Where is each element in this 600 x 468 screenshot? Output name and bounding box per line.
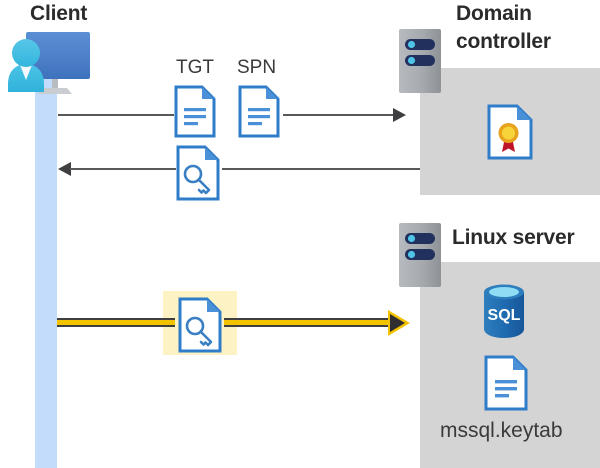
tgt-document-icon [174,85,216,138]
certificate-icon [487,104,533,160]
linux-server-title: Linux server [452,226,575,249]
tgt-label: TGT [176,57,214,78]
spn-label: SPN [237,57,277,78]
keytab-document-icon [484,355,528,411]
response-line-right [222,168,420,170]
response-arrowhead [58,162,71,176]
keytab-flow-line-left [57,318,175,327]
keytab-key-document-icon [178,297,222,353]
spn-document-icon [238,85,280,138]
document-icon [174,85,216,138]
server-rack-icon [399,223,441,287]
key-document-icon [176,145,220,201]
domain-controller-title-line2: controller [456,30,551,53]
document-icon [484,355,528,411]
request-arrowhead [393,108,406,122]
key-document-icon [178,297,222,353]
request-line-left [58,114,174,116]
svg-text:SQL: SQL [488,307,521,324]
request-line-right [283,114,393,116]
linux-server-rack [398,222,442,288]
certificate-icon-wrapper [487,104,533,160]
response-line-left [70,168,176,170]
client-title: Client [30,2,88,25]
domain-controller-title-line1: Domain [456,2,532,25]
document-icon [238,85,280,138]
sql-database-icon: SQL [484,284,524,338]
response-key-document-icon [176,145,220,201]
client-lifeline [35,78,57,468]
server-rack-icon [399,29,441,93]
keytab-flow-arrowhead-inner [390,314,405,332]
keytab-file-label: mssql.keytab [440,419,563,442]
domain-controller-server-rack [398,28,442,94]
client-icon [4,26,96,102]
keytab-flow-line-right [224,318,388,327]
user-computer-icon [8,32,90,94]
sql-database-icon-wrapper: SQL [478,283,530,339]
